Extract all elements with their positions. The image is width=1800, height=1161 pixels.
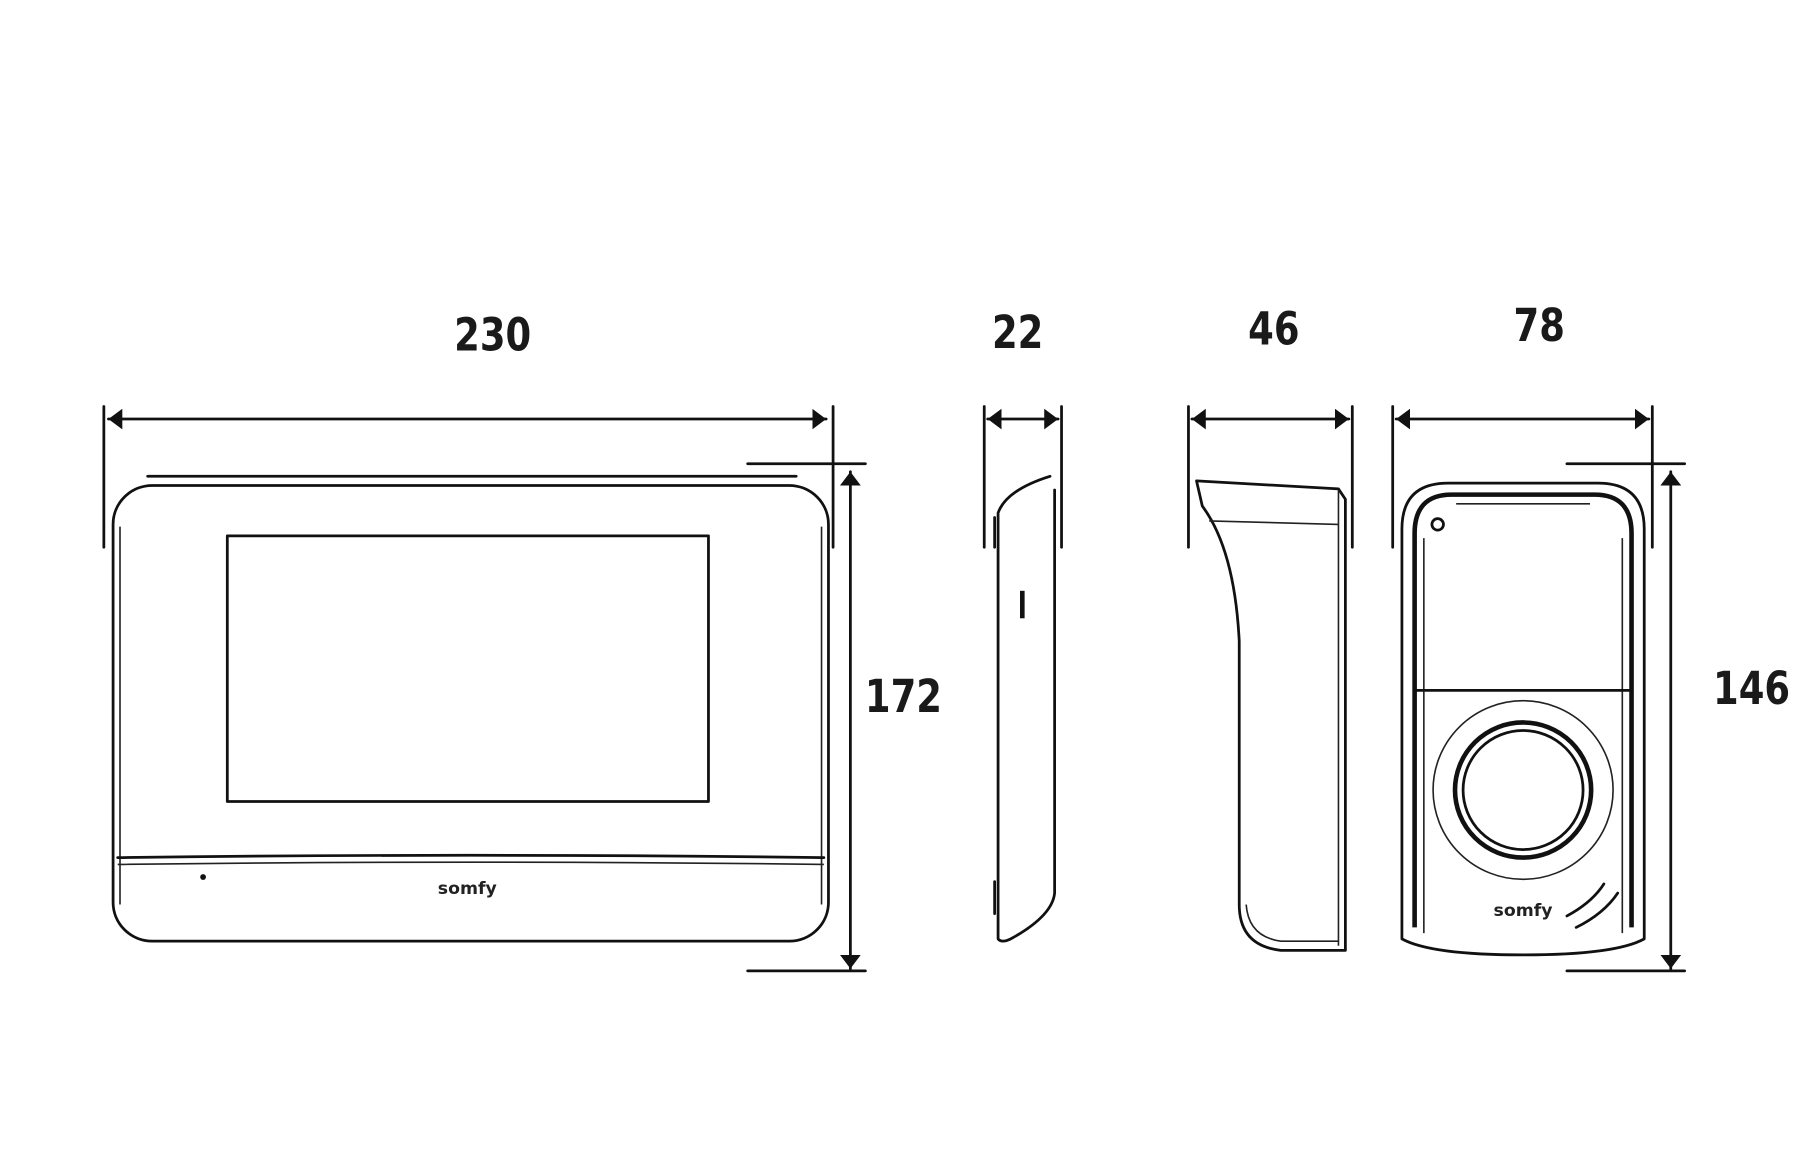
width-label: 230 <box>454 307 531 361</box>
monitor-screen <box>225 534 710 803</box>
monitor-body <box>111 484 830 943</box>
height-label: 146 <box>1713 661 1790 715</box>
somfy-logo: somfy <box>1494 901 1553 921</box>
microphone-icon <box>200 874 206 880</box>
depth-label: 22 <box>992 305 1043 359</box>
depth-label: 46 <box>1248 302 1299 356</box>
monitor-front-view: 230 172 somfy <box>102 307 942 973</box>
width-label: 78 <box>1514 298 1565 352</box>
outdoor-front-view: 78 146 somfy <box>1391 298 1790 973</box>
height-label: 172 <box>865 669 942 723</box>
somfy-logo: somfy <box>438 879 497 899</box>
camera-icon <box>1430 517 1445 532</box>
doorstation-body <box>1400 481 1646 957</box>
call-button <box>1432 699 1614 881</box>
outdoor-side-view: 46 <box>1187 302 1354 952</box>
monitor-side-view: 22 <box>982 305 1063 943</box>
wireless-waves-icon <box>1565 882 1620 929</box>
